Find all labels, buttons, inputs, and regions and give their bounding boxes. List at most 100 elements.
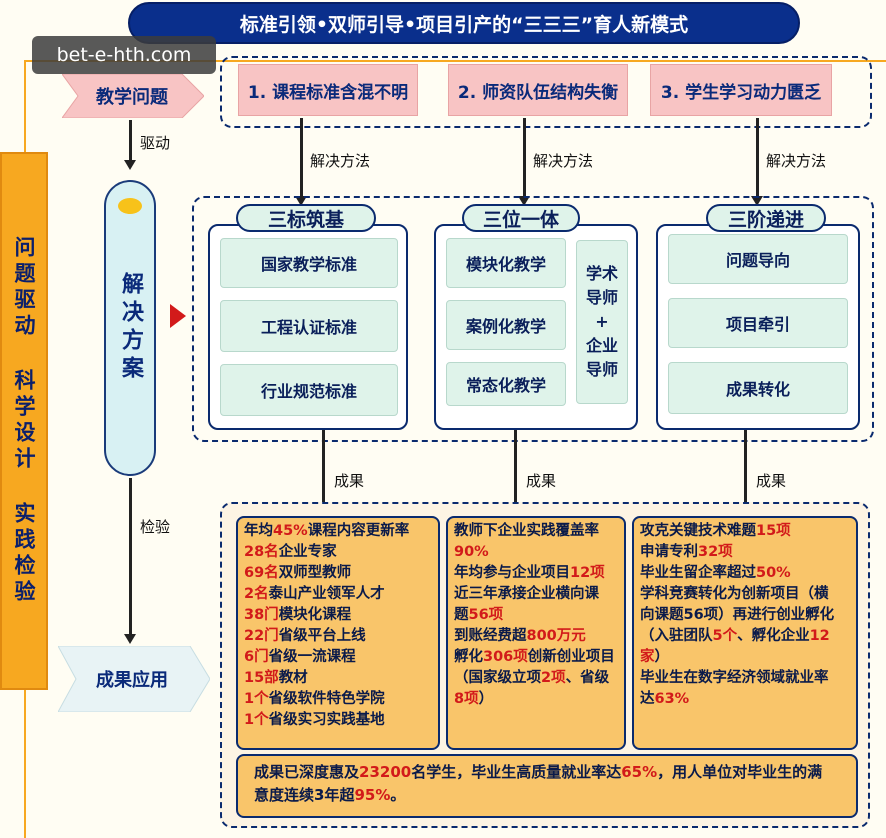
result-text: 泰山产业领军人才 — [268, 586, 385, 602]
result-text: 课程内容更新率 — [307, 523, 410, 539]
result-line: 8项） — [454, 689, 618, 710]
highlight-value: 90% — [454, 544, 489, 560]
result-line: 申请专利32项 — [640, 542, 850, 563]
group-progressive-title: 三阶递进 — [706, 204, 826, 232]
check-arrow-line — [129, 478, 132, 636]
highlight-value: 95% — [354, 786, 391, 804]
result-text: 。 — [390, 786, 406, 804]
result-text: 到账经费超 — [454, 628, 527, 644]
highlight-value: 32项 — [698, 544, 733, 560]
result-line: 15部教材 — [244, 668, 432, 689]
result-summary: 成果已深度惠及23200名学生，毕业生高质量就业率达65%，用人单位对毕业生的满… — [236, 754, 858, 818]
mentor-academic-2: 导师 — [585, 288, 618, 307]
highlight-value: 12 — [809, 628, 830, 644]
result-text: ） — [654, 649, 670, 665]
result-arrow-2 — [514, 430, 517, 510]
result-line: 6门省级一流课程 — [244, 647, 432, 668]
solutions-container — [192, 196, 874, 442]
result-arrow-1 — [322, 430, 325, 510]
highlight-value: 38门 — [244, 607, 279, 623]
drive-label: 驱动 — [140, 134, 171, 152]
drive-arrow-head — [124, 160, 136, 170]
highlight-value: 69名 — [244, 565, 279, 581]
highlight-value: 5个 — [712, 628, 738, 644]
highlight-value: 45% — [273, 523, 308, 539]
result-text: 、孵化企业 — [737, 628, 810, 644]
highlight-value: 28名 — [244, 544, 279, 560]
result-line: 1个省级实习实践基地 — [244, 710, 432, 731]
result-label-2: 成果 — [526, 472, 557, 490]
item-engineering-standard: 工程认证标准 — [220, 300, 398, 352]
result-text: 达 — [640, 691, 655, 707]
result-text: 、省级 — [565, 670, 610, 686]
problem-tag: 教学问题 — [96, 87, 168, 108]
result-text: 年均 — [244, 523, 273, 539]
item-dual-mentor: 学术 导师 + 企业 导师 — [576, 240, 628, 404]
problems-container — [220, 56, 872, 128]
highlight-value: 8项 — [454, 691, 479, 707]
result-line: 到账经费超800万元 — [454, 626, 618, 647]
highlight-value: 23200 — [359, 763, 412, 781]
method-arrow-head-1 — [295, 196, 307, 206]
highlight-value: 6门 — [244, 649, 269, 665]
side-label: 问题驱动 科学设计 实践检验 — [0, 152, 48, 690]
result-line: 90% — [454, 542, 618, 563]
result-text: 意度连续3年超 — [254, 786, 355, 804]
result-arrow-3 — [744, 430, 747, 510]
item-project-driven: 项目牵引 — [668, 298, 848, 348]
highlight-value: 50% — [756, 565, 791, 581]
result-text: 省级一流课程 — [268, 649, 356, 665]
result-text: 教材 — [278, 670, 308, 686]
method-arrow-2 — [523, 118, 526, 198]
solution-capsule: 解决方案 — [104, 180, 156, 476]
result-line: 学科竞赛转化为创新项目（横 — [640, 584, 850, 605]
result-line: 毕业生留企率超过50% — [640, 563, 850, 584]
highlight-value: 15部 — [244, 670, 279, 686]
result-line: （入驻团队5个、孵化企业12 — [640, 626, 850, 647]
method-arrow-3 — [756, 118, 759, 198]
highlight-value: 1个 — [244, 691, 269, 707]
result-text: 创新创业项目 — [527, 649, 615, 665]
highlight-value: 2名 — [244, 586, 269, 602]
result-line: 28名企业专家 — [244, 542, 432, 563]
result-line: 近三年承接企业横向课 — [454, 584, 618, 605]
item-regular-teaching: 常态化教学 — [446, 362, 566, 406]
group-integration-title: 三位一体 — [462, 204, 580, 232]
result-line: 22门省级平台上线 — [244, 626, 432, 647]
mentor-enterprise-2: 导师 — [585, 360, 618, 379]
result-line: 毕业生在数字经济领域就业率 — [640, 668, 850, 689]
result-text: 攻克关键技术难题 — [640, 523, 756, 539]
method-arrow-head-3 — [751, 196, 763, 206]
item-problem-oriented: 问题导向 — [668, 234, 848, 284]
result-text: 毕业生在数字经济领域就业率 — [640, 670, 829, 686]
result-line: 年均45%课程内容更新率 — [244, 521, 432, 542]
result-label-3: 成果 — [756, 472, 787, 490]
result-text: 申请专利 — [640, 544, 698, 560]
problem-tag-shape — [62, 74, 204, 118]
highlight-value: 2项 — [541, 670, 566, 686]
result-text: 省级软件特色学院 — [268, 691, 385, 707]
result-text: 省级平台上线 — [278, 628, 366, 644]
item-industry-standard: 行业规范标准 — [220, 364, 398, 416]
mentor-plus: + — [595, 312, 609, 331]
capsule-dot — [118, 198, 142, 214]
result-line: 1个省级软件特色学院 — [244, 689, 432, 710]
result-line: 2名泰山产业领军人才 — [244, 584, 432, 605]
item-modular-teaching: 模块化教学 — [446, 238, 566, 288]
problem-1: 1. 课程标准含混不明 — [238, 64, 418, 116]
highlight-value: 63% — [654, 691, 690, 707]
highlight-value: 800万元 — [526, 628, 586, 644]
problem-3: 3. 学生学习动力匮乏 — [650, 64, 832, 116]
highlight-value: 1个 — [244, 712, 269, 728]
method-arrow-head-2 — [518, 196, 530, 206]
result-line: 达63% — [640, 689, 850, 710]
result-text: 双师型教师 — [278, 565, 352, 581]
result-text: 企业专家 — [278, 544, 337, 560]
method-label-3: 解决方法 — [766, 152, 827, 170]
highlight-value: 56项 — [468, 607, 504, 623]
result-label-1: 成果 — [334, 472, 365, 490]
problem-2: 2. 师资队伍结构失衡 — [448, 64, 628, 116]
result-text: 近三年承接企业横向课 — [454, 586, 599, 602]
result-text: ，用人单位对毕业生的满 — [657, 763, 823, 781]
result-line: 题56项 — [454, 605, 618, 626]
